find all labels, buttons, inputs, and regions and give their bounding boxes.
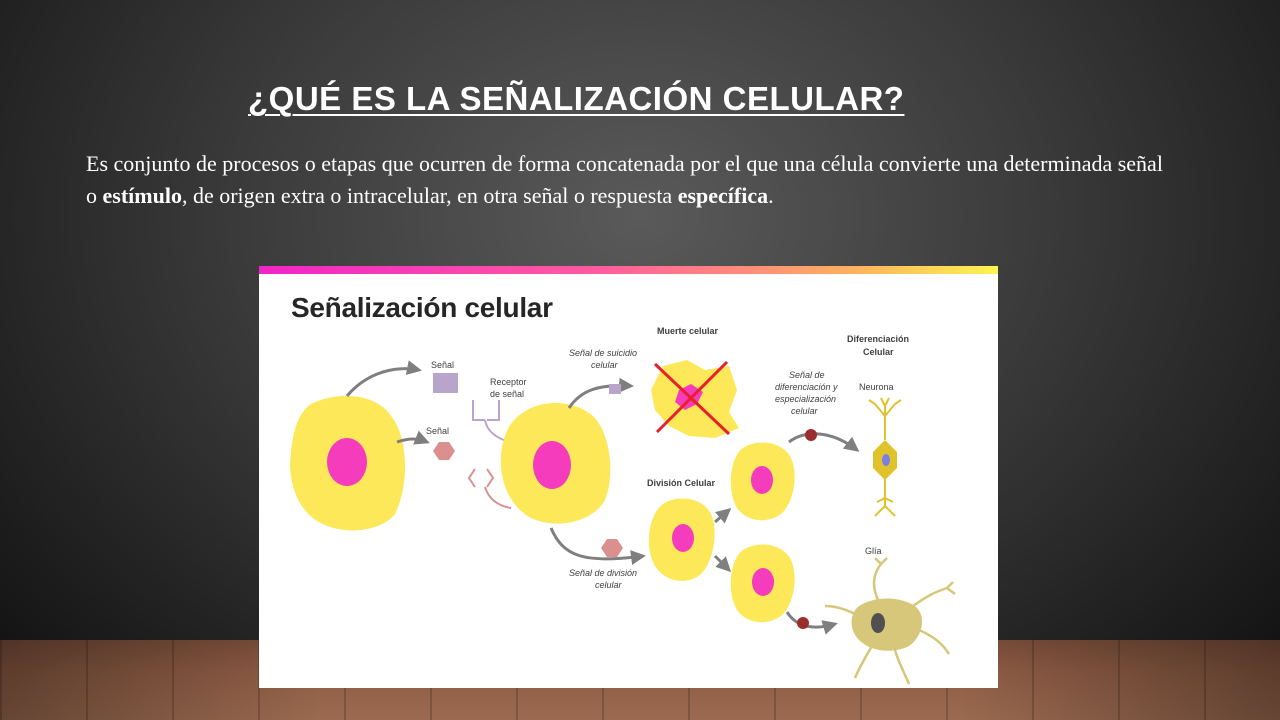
division-signal-icon xyxy=(601,539,623,557)
label-receptor-2: de señal xyxy=(490,389,524,399)
label-neurona: Neurona xyxy=(859,382,894,392)
neuron-icon xyxy=(868,397,902,517)
slide-body-text: Es conjunto de procesos o etapas que ocu… xyxy=(86,148,1176,212)
dif-signal-top-icon xyxy=(805,429,817,441)
body-part-3: . xyxy=(768,183,774,208)
label-suicidio-2: celular xyxy=(591,360,619,370)
diagram-title: Señalización celular xyxy=(291,292,553,323)
glia-icon xyxy=(824,557,956,685)
glia-body xyxy=(851,598,923,651)
label-dif-senal-2: diferenciación y xyxy=(775,382,838,392)
dif-signal-bottom-icon xyxy=(797,617,809,629)
arrow-to-signal-mid xyxy=(396,430,430,445)
body-part-2: , de origen extra o intracelular, en otr… xyxy=(181,183,678,208)
slide-title: ¿QUÉ ES LA SEÑALIZACIÓN CELULAR? xyxy=(248,80,905,117)
receptor-hex-icon xyxy=(467,468,512,509)
label-senal-top: Señal xyxy=(431,360,454,370)
label-muerte: Muerte celular xyxy=(657,326,719,336)
diagram-panel: Señalización celular Señal Señal Recepto… xyxy=(259,266,998,688)
nucleus-receiving xyxy=(533,441,571,489)
body-bold-especifica: específica xyxy=(677,183,769,208)
arrow-to-neuron xyxy=(788,432,860,452)
label-diferenciacion-2: Celular xyxy=(863,347,894,357)
arrow-to-suicide xyxy=(567,377,634,409)
arrow-to-glia xyxy=(785,611,838,635)
arrow-to-signal-top xyxy=(345,360,422,397)
nucleus-initial xyxy=(327,438,367,486)
label-receptor-1: Receptor xyxy=(490,377,527,387)
cross-line-2 xyxy=(655,360,729,434)
body-part-1: Es conjunto de procesos o etapas que ocu… xyxy=(86,151,1163,208)
label-suicidio-1: Señal de suicidio xyxy=(569,348,637,358)
arrow-to-division xyxy=(549,527,646,566)
receptor-square-icon xyxy=(472,400,510,443)
neuron-nucleus xyxy=(882,454,890,466)
label-dif-senal-4: celular xyxy=(791,406,819,416)
label-div-senal-2: celular xyxy=(595,580,623,590)
panel-gradient-bar xyxy=(259,266,998,274)
signal-hexagon-icon xyxy=(433,442,455,460)
signal-square-icon xyxy=(433,373,458,393)
label-senal-mid: Señal xyxy=(426,426,449,436)
arrow-to-daughter-bottom xyxy=(713,554,732,573)
nucleus-dividing xyxy=(672,524,694,552)
arrow-to-daughter-top xyxy=(714,508,732,524)
label-dif-senal-1: Señal de xyxy=(789,370,825,380)
nucleus-daughter-bottom xyxy=(752,568,774,596)
glia-nucleus xyxy=(871,613,885,633)
label-div-senal-1: Señal de división xyxy=(569,568,637,578)
cell-signaling-diagram: Señal Señal Receptor de señal Señal de s… xyxy=(290,326,956,685)
suicide-signal-icon xyxy=(609,384,621,394)
nucleus-daughter-top xyxy=(751,466,773,494)
body-bold-estimulo: estímulo xyxy=(102,183,182,208)
label-division: División Celular xyxy=(647,478,716,488)
label-glia: Glía xyxy=(865,546,882,556)
label-diferenciacion-1: Diferenciación xyxy=(847,334,909,344)
label-dif-senal-3: especialización xyxy=(775,394,836,404)
